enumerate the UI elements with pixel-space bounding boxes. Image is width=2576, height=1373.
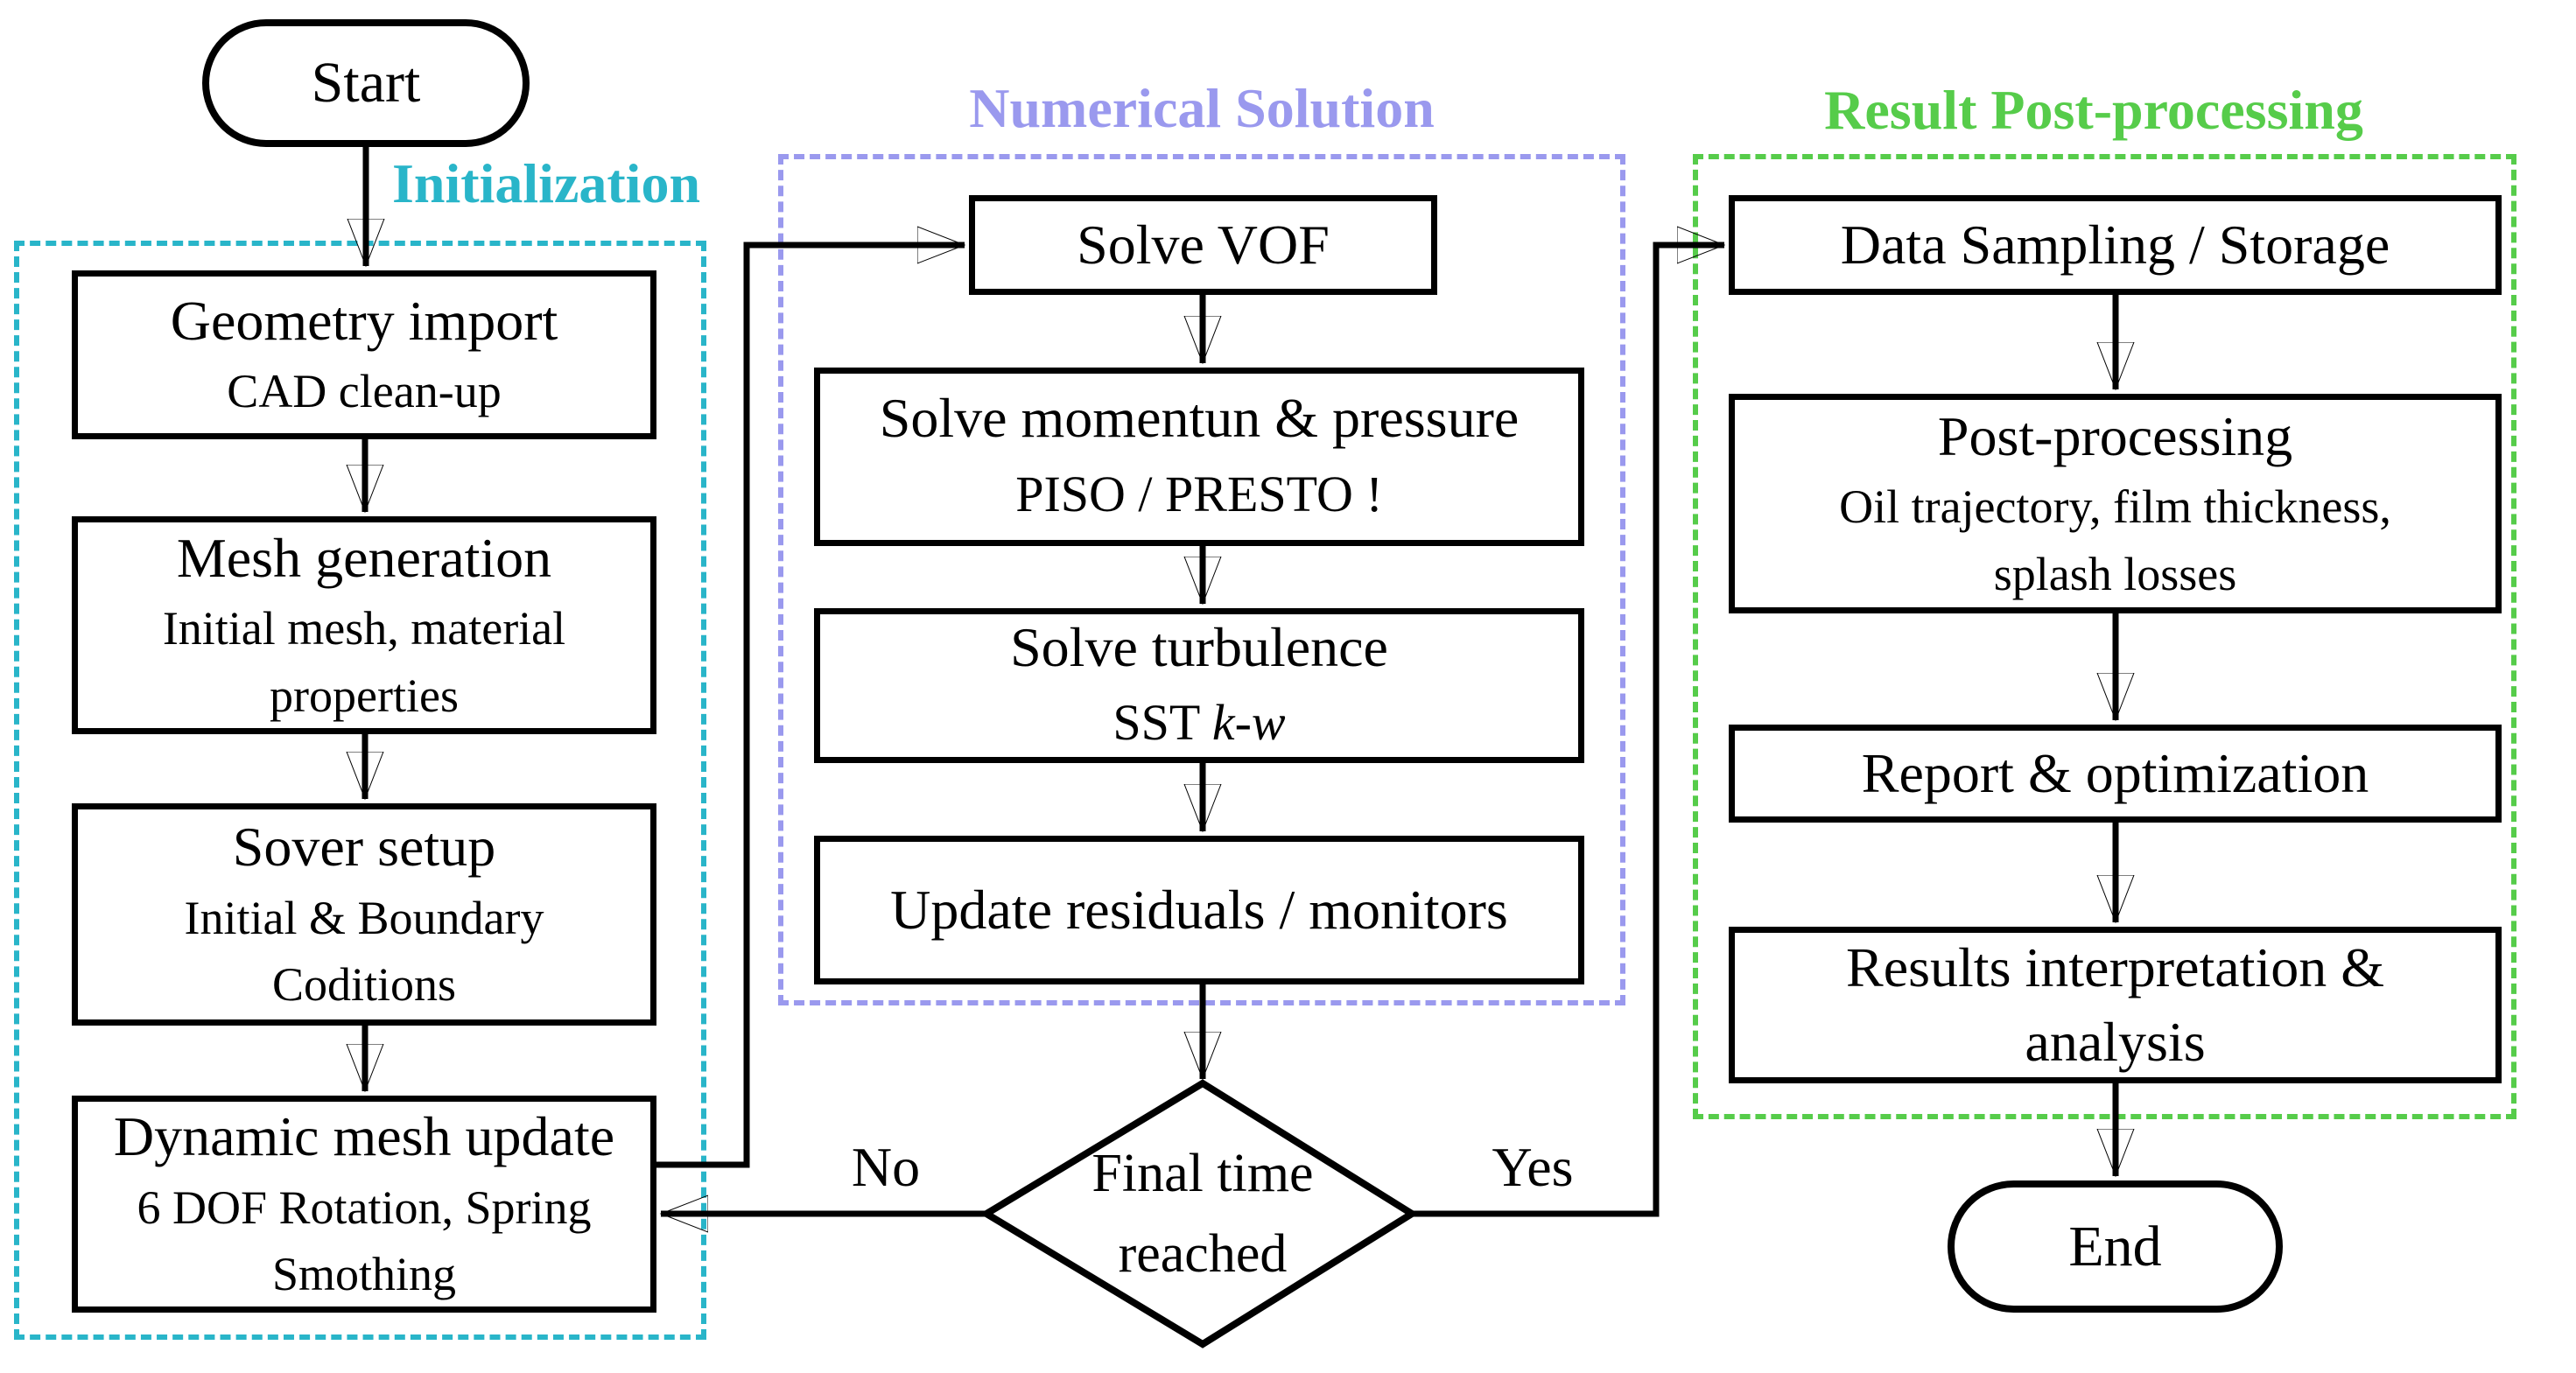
step-mesh-generation: Mesh generation Initial mesh, material p… [72, 516, 656, 734]
step-solve-vof: Solve VOF [969, 195, 1437, 295]
step-subtitle: SST k-w [1113, 684, 1285, 760]
step-title: Sover setup [232, 816, 496, 879]
section-label-result-post-processing: Result Post-processing [1824, 79, 2363, 141]
step-title: Data Sampling / Storage [1840, 213, 2390, 276]
step-title: Solve momentun & pressure [879, 387, 1520, 450]
step-title: Dynamic mesh update [113, 1105, 615, 1168]
start-node: Start [202, 19, 530, 147]
step-subtitle: CAD clean-up [227, 365, 502, 418]
decision-diamond-shape [979, 1079, 1419, 1348]
step-title: Report & optimization [1861, 741, 2369, 804]
step-report-optimization: Report & optimization [1729, 725, 2502, 823]
step-solver-setup: Sover setup Initial & Boundary Coditions [72, 803, 656, 1026]
step-title: Results interpretation & analysis [1846, 936, 2384, 1073]
step-solve-momentum-pressure: Solve momentun & pressure PISO / PRESTO … [814, 368, 1584, 546]
step-title: Solve VOF [1077, 213, 1330, 276]
label-no: No [851, 1136, 921, 1198]
step-subtitle: Oil trajectory, film thickness, splash l… [1839, 480, 2391, 600]
decision-final-time-reached: Final time reached [1091, 1144, 1314, 1284]
result-post-processing-region-border [1693, 154, 2516, 1119]
start-label: Start [311, 51, 421, 116]
step-subtitle: PISO / PRESTO ! [1015, 465, 1383, 522]
step-title: Geometry import [170, 289, 558, 352]
step-geometry-import: Geometry import CAD clean-up [72, 270, 656, 439]
end-label: End [2068, 1214, 2162, 1278]
step-post-processing: Post-processing Oil trajectory, film thi… [1729, 394, 2502, 613]
step-data-sampling-storage: Data Sampling / Storage [1729, 195, 2502, 295]
arrow-decision-yes-to-sampling [1412, 245, 1724, 1217]
section-label-numerical-solution: Numerical Solution [969, 77, 1435, 139]
step-dynamic-mesh-update: Dynamic mesh update 6 DOF Rotation, Spri… [72, 1096, 656, 1313]
step-title: Solve turbulence [1010, 615, 1388, 678]
step-results-interpretation-analysis: Results interpretation & analysis [1729, 927, 2502, 1083]
step-solve-turbulence: Solve turbulence SST k-w [814, 608, 1584, 763]
step-subtitle: 6 DOF Rotation, Spring Smothing [137, 1180, 592, 1301]
label-yes: Yes [1492, 1136, 1574, 1198]
step-update-residuals-monitors: Update residuals / monitors [814, 836, 1584, 984]
step-title: Mesh generation [176, 526, 552, 589]
step-title: Post-processing [1937, 404, 2293, 467]
end-node: End [1948, 1180, 2283, 1313]
arrow-dynamic-to-solve-vof [656, 245, 965, 1168]
step-title: Update residuals / monitors [890, 878, 1508, 941]
subtitle-italic: k-w [1211, 694, 1286, 752]
step-subtitle: Initial mesh, material properties [162, 602, 566, 722]
section-label-initialization: Initialization [392, 152, 701, 214]
step-subtitle: Initial & Boundary Coditions [184, 891, 544, 1012]
subtitle-prefix: SST [1113, 694, 1212, 752]
